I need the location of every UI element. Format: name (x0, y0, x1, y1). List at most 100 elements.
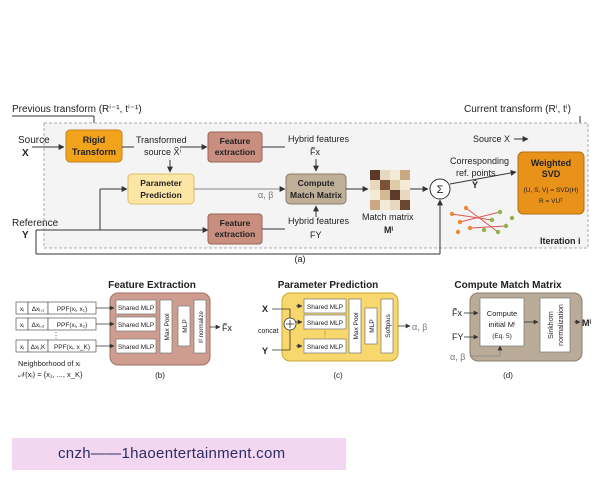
b-neighborhood-line2: 𝒩(xᵢ) = {x₁, ..., x_K} (18, 370, 83, 379)
c-mlp-label: MLP (369, 319, 376, 332)
c-shared-mlp-2-label: Shared MLP (307, 320, 343, 327)
rigid-transform-line1: Rigid (83, 135, 106, 145)
feature-extraction-top-line2: extraction (215, 147, 256, 157)
b-output-label: F̃x (222, 323, 232, 333)
panel-b-row-2: xᵢ Δxᵢ,₂ PPF(xᵢ, x₂) (15, 317, 97, 331)
rigid-transform-line2: Transform (72, 147, 116, 157)
compute-match-matrix-line2: Match Matrix (290, 190, 342, 200)
iteration-label: Iteration i (540, 236, 581, 246)
panel-b-ellipsis: ⋮ (52, 331, 60, 340)
watermark-banner: cnzh——1haoentertainment.com (12, 438, 346, 470)
rowk-dx: Δxᵢ,K (31, 344, 46, 351)
caption-b: (b) (155, 371, 165, 380)
row2-ppf: PPF(xᵢ, x₂) (57, 322, 88, 329)
reference-label: Reference (12, 218, 59, 229)
weighted-svd-line1: Weighted (531, 158, 571, 168)
feature-extraction-top-line1: Feature (220, 136, 251, 146)
c-input-x: X (262, 304, 268, 314)
source-var: X (22, 148, 29, 159)
row2-xi: xᵢ (20, 322, 24, 329)
row2-dx: Δxᵢ,₂ (32, 322, 45, 329)
c-max-pool-label: Max Pool (353, 312, 360, 340)
svd-eq1: {U, S, V} = SVD(H) (524, 187, 579, 194)
sigma-symbol: Σ (437, 184, 444, 196)
transformed-source-line1: Transformed (136, 135, 187, 145)
b-shared-mlp-1 (115, 299, 157, 315)
d-compute-initial-line2: initial Mⁱ (489, 320, 516, 329)
c-output-label: α, β (412, 322, 427, 332)
b-mlp-label: MLP (182, 319, 189, 332)
corresponding-line1: Corresponding (450, 156, 509, 166)
correspondence-points (449, 205, 515, 235)
c-concat-label: concat (258, 328, 279, 335)
b-shared-mlp-1-label: Shared MLP (118, 305, 154, 312)
b-neighborhood-line1: Neighborhood of xᵢ (18, 359, 80, 368)
d-input-ab: α, β (450, 352, 465, 362)
c-shared-mlp-1 (303, 298, 347, 314)
d-compute-initial-box (479, 297, 525, 347)
d-input-fx: F̃x (452, 308, 462, 318)
c-shared-mlp-2 (303, 314, 347, 330)
previous-transform-label: Previous transform (Rⁱ⁻¹, tⁱ⁻¹) (12, 104, 142, 115)
caption-d: (d) (503, 371, 513, 380)
transformed-source-line2: source X̃ⁱ (144, 147, 182, 157)
corresponding-line2: ref. points (456, 168, 496, 178)
b-mlp (177, 305, 191, 347)
source-label: Source (18, 135, 50, 146)
d-output-label: Mⁱ (582, 317, 591, 328)
panel-d-title: Compute Match Matrix (454, 280, 562, 291)
rowk-xi: xᵢ (20, 344, 24, 351)
d-sinkhorn-line1: Sinkhorn (548, 311, 555, 339)
c-mlp (364, 307, 378, 345)
b-shared-mlp-k-label: Shared MLP (118, 344, 154, 351)
d-compute-initial-line1: Compute (487, 309, 517, 318)
c-max-pool (348, 298, 362, 354)
d-sinkhorn-line2: normalization (558, 304, 565, 346)
row1-xi: xᵢ (20, 306, 24, 313)
corresponding-var: Ŷ (472, 179, 478, 190)
reference-var: Y (22, 230, 29, 241)
alpha-beta-label: α, β (258, 190, 273, 200)
d-sinkhorn-box (539, 297, 571, 353)
match-matrix-label: Match matrix (362, 212, 414, 222)
b-l2-normalize-label: ℓ² normalize (198, 311, 205, 343)
d-input-fy: FY (452, 332, 464, 342)
current-transform-label: Current transform (Rⁱ, tⁱ) (464, 104, 571, 115)
b-shared-mlp-k (115, 338, 157, 354)
rowk-ppf: PPF(xᵢ, x_K) (54, 344, 90, 351)
b-l2-normalize (193, 299, 207, 354)
match-matrix-grid (370, 170, 410, 210)
b-shared-mlp-2-label: Shared MLP (118, 322, 154, 329)
c-shared-mlp-k-label: Shared MLP (307, 344, 343, 351)
hybrid-features-bottom-var: FY (310, 230, 322, 240)
c-input-y: Y (262, 346, 268, 356)
feature-extraction-bottom-line1: Feature (220, 218, 251, 228)
svd-eq2: R = VUᵀ (539, 198, 563, 205)
c-softplus-label: Softplus (385, 314, 392, 338)
parameter-prediction-line1: Parameter (140, 178, 182, 188)
c-ellipsis: ⋮ (322, 331, 329, 338)
b-shared-mlp-2 (115, 316, 157, 332)
parameter-prediction-line2: Prediction (140, 190, 182, 200)
match-matrix-var: Mⁱ (384, 224, 393, 235)
b-max-pool-label: Max Pool (164, 313, 171, 341)
caption-c: (c) (333, 371, 343, 380)
watermark-text: cnzh——1haoentertainment.com (58, 445, 286, 462)
hybrid-features-top-label: Hybrid features (288, 134, 350, 144)
caption-a: (a) (295, 254, 306, 264)
d-compute-initial-line3: (Eq. 5) (492, 333, 512, 340)
c-softplus (380, 298, 394, 354)
source-x-right-label: Source X (473, 134, 510, 144)
weighted-svd-box (517, 151, 585, 215)
feature-extraction-bottom-line2: extraction (215, 229, 256, 239)
rigid-transform-box (65, 129, 123, 163)
row1-ppf: PPF(xᵢ, x₁) (57, 306, 87, 313)
c-shared-mlp-k (303, 338, 347, 354)
compute-match-matrix-line1: Compute (298, 178, 335, 188)
weighted-svd-line2: SVD (542, 169, 561, 179)
hybrid-features-top-var: F̃x (310, 147, 320, 157)
sigma-to-svd-arrow (449, 170, 517, 185)
panel-b-title: Feature Extraction (108, 280, 196, 291)
c-shared-mlp-1-label: Shared MLP (307, 304, 343, 311)
